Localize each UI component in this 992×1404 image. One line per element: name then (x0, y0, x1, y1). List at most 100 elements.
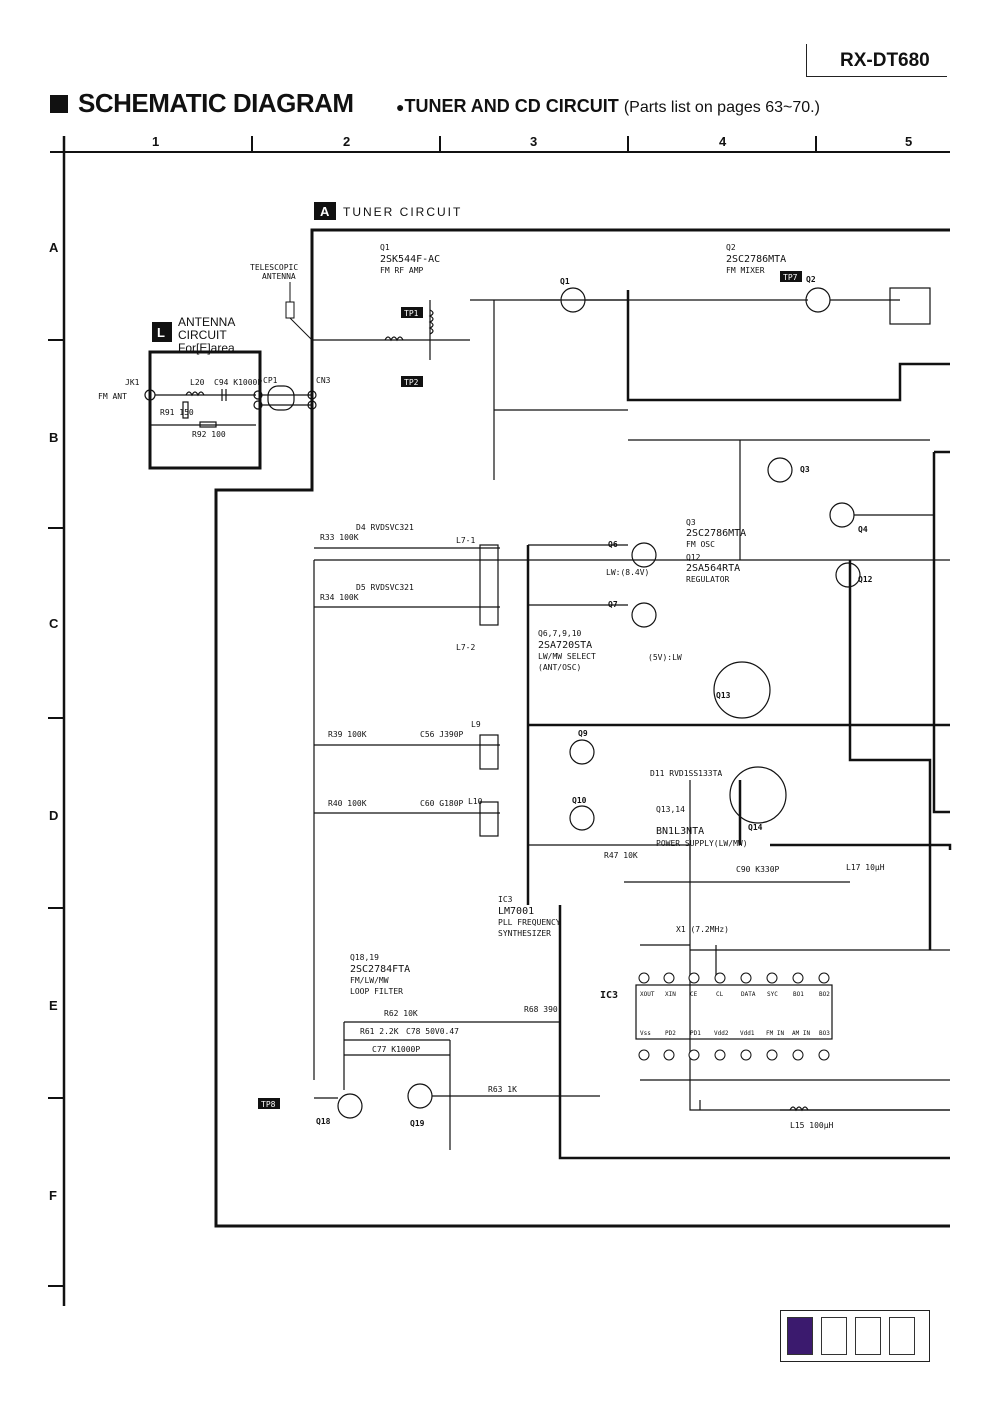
q18-func-2: LOOP FILTER (350, 987, 403, 996)
tuner-section-label: TUNER CIRCUIT (343, 205, 462, 219)
q6-func-1: LW/MW SELECT (538, 652, 596, 661)
r62-label: R62 10K (384, 1009, 418, 1018)
page-nav-box-3[interactable] (855, 1317, 881, 1355)
page-subtitle: ●TUNER AND CD CIRCUIT (Parts list on pag… (396, 96, 820, 117)
c78-label: C78 50V0.47 (406, 1027, 459, 1036)
antenna-badge: L ANTENNA CIRCUIT For[E]area. (152, 315, 238, 355)
row-label-b: B (49, 430, 58, 445)
tuner-badge-letter: A (320, 204, 330, 219)
r61-label: R61 2.2K (360, 1027, 399, 1036)
q1-id: Q1 (380, 243, 390, 252)
tp1-label: TP1 (404, 309, 419, 318)
tp7-label: TP7 (783, 273, 798, 282)
ic3-pin-labels: XOUT XIN CE CL DATA SYC BO1 BO2 Vss PD2 … (640, 991, 830, 1037)
tp8-label: TP8 (261, 1100, 276, 1109)
subtitle-bullet: ● (396, 99, 405, 115)
grid-labels: 1 2 3 4 5 A B C D E F (49, 134, 912, 1203)
r68-label: R68 390 (524, 1005, 558, 1014)
row-label-a: A (49, 240, 59, 255)
page-navigator[interactable] (780, 1310, 930, 1362)
q4-symbol-label: Q4 (858, 525, 868, 534)
row-label-e: E (49, 998, 58, 1013)
r33-label: R33 100K (320, 533, 359, 542)
q2-func: FM MIXER (726, 266, 765, 275)
q13-func: POWER SUPPLY(LW/MW) (656, 839, 748, 848)
lw-mw-section (314, 542, 787, 837)
r40-label: R40 100K (328, 799, 367, 808)
row-label-f: F (49, 1188, 57, 1203)
page-nav-box-4[interactable] (889, 1317, 915, 1355)
ic3-pin-bottom-15: PD2 (665, 1030, 676, 1037)
label-cp1: CP1 (263, 376, 278, 385)
antenna-feed (289, 317, 313, 341)
c60-label: C60 G180P (420, 799, 464, 808)
ic3-pin-bottom-10: AM IN (792, 1030, 810, 1037)
ic3-id: IC3 (498, 895, 513, 904)
ic3-pin-top-3: CE (690, 991, 698, 998)
header-square-bullet (50, 95, 68, 113)
l7-2-label: L7-2 (456, 643, 475, 652)
test-points: TP1 TP2 TP7 TP8 (258, 271, 802, 1109)
c56-label: C56 J390P (420, 730, 464, 739)
q18-group: Q18,19 (350, 953, 379, 962)
label-r92: R92 100 (192, 430, 226, 439)
row-label-c: C (49, 616, 59, 631)
model-box (806, 44, 947, 77)
d5-label: D5 RVDSVC321 (356, 583, 414, 592)
tp2-label: TP2 (404, 378, 419, 387)
ic3-pin-bottom-14: PD1 (690, 1030, 701, 1037)
ic3-pin-top-8: BO2 (819, 991, 830, 998)
r34-label: R34 100K (320, 593, 359, 602)
rf-front-end (311, 287, 950, 1080)
q1-part: 2SK544F-AC (380, 254, 440, 265)
q6-group: Q6,7,9,10 (538, 629, 582, 638)
row-label-d: D (49, 808, 58, 823)
label-antenna: ANTENNA (262, 272, 296, 281)
ic3-pin-bottom-9: BO3 (819, 1030, 830, 1037)
r63-label: R63 1K (488, 1085, 517, 1094)
q2-part: 2SC2786MTA (726, 254, 786, 265)
model-number: RX-DT680 (840, 50, 930, 71)
antenna-label-1: ANTENNA (178, 315, 235, 329)
antenna-label-3: For[E]area. (178, 341, 238, 355)
antenna-badge-letter: L (157, 325, 165, 340)
q18-func-1: FM/LW/MW (350, 976, 389, 985)
l7-1-label: L7-1 (456, 536, 475, 545)
tuner-badge: A TUNER CIRCUIT (314, 202, 462, 220)
q13-group: Q13,14 (656, 805, 685, 814)
q13-part: BN1L3NTA (656, 826, 704, 837)
q18-symbol-label: Q18 (316, 1117, 331, 1126)
label-r91: R91 150 (160, 408, 194, 417)
ic3-pin-top-4: CL (716, 991, 724, 998)
q7-symbol-label: Q7 (608, 600, 618, 609)
q2-id: Q2 (726, 243, 736, 252)
ic3-pin-bottom-12: Vdd1 (740, 1030, 755, 1037)
ic3-pin-top-2: XIN (665, 991, 676, 998)
c90-label: C90 K330P (736, 865, 780, 874)
l9-label: L9 (471, 720, 481, 729)
q3-func: FM OSC (686, 540, 715, 549)
q12-id: Q12 (686, 553, 701, 562)
q9-symbol-label: Q9 (578, 729, 588, 738)
page-nav-box-2[interactable] (821, 1317, 847, 1355)
l15-label: L15 100μH (790, 1121, 834, 1130)
ic3-symbol-label: IC3 (600, 990, 618, 1001)
q14-symbol-label: Q14 (748, 823, 763, 832)
q1-symbol-label: Q1 (560, 277, 570, 286)
label-telescopic: TELESCOPIC (250, 263, 298, 272)
q13-symbol-label: Q13 (716, 691, 731, 700)
antenna-label-2: CIRCUIT (178, 328, 227, 342)
col-label-5: 5 (905, 134, 912, 149)
q12-symbol-label: Q12 (858, 575, 873, 584)
q6-func-2: (ANT/OSC) (538, 663, 581, 672)
c77-label: C77 K1000P (372, 1045, 420, 1054)
r39-label: R39 100K (328, 730, 367, 739)
v5-lw-label: (5V):LW (648, 653, 682, 662)
q3-id: Q3 (686, 518, 696, 527)
label-fm-ant: FM ANT (98, 392, 127, 401)
l17-label: L17 10μH (846, 863, 885, 872)
ic3-pin-top-5: DATA (741, 991, 756, 998)
loop-filter-section (314, 1021, 600, 1150)
label-jk1: JK1 (125, 378, 140, 387)
page-nav-box-1[interactable] (787, 1317, 813, 1355)
